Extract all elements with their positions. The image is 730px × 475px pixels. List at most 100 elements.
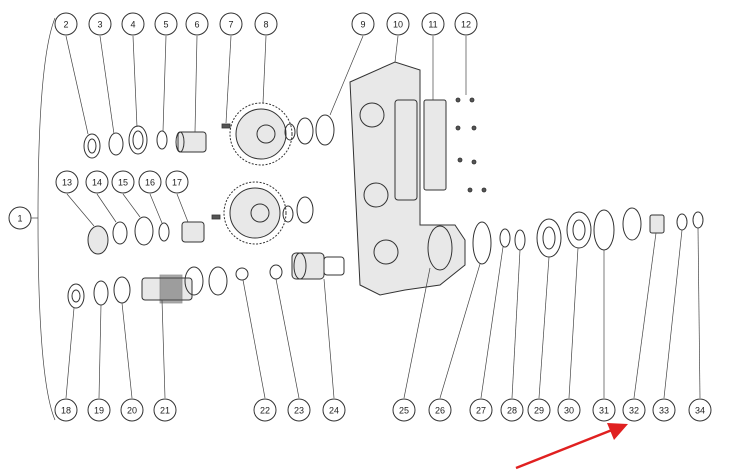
callout-circle — [154, 12, 178, 36]
callout-circle — [88, 12, 112, 36]
part-33-ring — [676, 213, 688, 231]
callout-circle — [287, 398, 311, 422]
callout-20: 20 — [120, 398, 144, 422]
part-27-ring — [499, 228, 511, 248]
callout-circle — [8, 206, 32, 230]
callout-22: 22 — [253, 398, 277, 422]
part-17-shaft — [181, 221, 205, 243]
callout-circle — [386, 12, 410, 36]
callout-13: 13 — [55, 170, 79, 194]
callout-5: 5 — [154, 12, 178, 36]
parts-layer — [67, 61, 704, 309]
part-19-ring — [93, 280, 109, 306]
callout-6: 6 — [185, 12, 209, 36]
callout-label: 12 — [461, 20, 471, 30]
part-2-ring — [83, 133, 101, 159]
callout-label: 6 — [194, 20, 199, 30]
callout-12: 12 — [454, 12, 478, 36]
callout-circle — [557, 398, 581, 422]
callout-4: 4 — [121, 12, 145, 36]
callout-label: 17 — [172, 178, 182, 188]
callout-circle — [165, 170, 189, 194]
callout-label: 13 — [62, 178, 72, 188]
callout-label: 1 — [17, 214, 22, 224]
callout-3: 3 — [88, 12, 112, 36]
callout-label: 7 — [228, 20, 233, 30]
part-15-bearing — [134, 216, 154, 246]
callout-circle — [87, 398, 111, 422]
callout-circle — [592, 398, 616, 422]
callout-label: 21 — [160, 406, 170, 416]
callout-circle — [351, 12, 375, 36]
part-14-ring — [112, 221, 128, 245]
part-7-key — [221, 123, 231, 129]
callout-circle — [428, 398, 452, 422]
callout-24: 24 — [322, 398, 346, 422]
callout-label: 11 — [428, 20, 437, 30]
callout-label: 22 — [260, 406, 270, 416]
part-30-seal — [566, 211, 592, 249]
callout-circle — [622, 398, 646, 422]
callout-34: 34 — [688, 398, 712, 422]
callout-30: 30 — [557, 398, 581, 422]
callout-label: 26 — [435, 406, 445, 416]
callout-19: 19 — [87, 398, 111, 422]
callout-circle — [219, 12, 243, 36]
callout-label: 23 — [294, 406, 304, 416]
callout-circle — [527, 398, 551, 422]
part-12-bolts — [455, 97, 487, 193]
callout-15: 15 — [111, 170, 135, 194]
part-18-seal — [67, 283, 85, 309]
callout-label: 10 — [393, 20, 403, 30]
callout-circle — [55, 170, 79, 194]
callout-circle — [111, 170, 135, 194]
callout-28: 28 — [500, 398, 524, 422]
callout-circle — [185, 12, 209, 36]
callout-circle — [688, 398, 712, 422]
callout-7: 7 — [219, 12, 243, 36]
callout-33: 33 — [652, 398, 676, 422]
callout-circle — [85, 170, 109, 194]
part-10-housing — [349, 61, 466, 296]
callout-32: 32 — [622, 398, 646, 422]
callout-label: 34 — [695, 406, 705, 416]
callout-label: 18 — [61, 406, 71, 416]
callout-circle — [54, 398, 78, 422]
part-20-bearing — [113, 276, 131, 304]
callout-circle — [120, 398, 144, 422]
callout-circle — [138, 170, 162, 194]
part-22-circlip — [235, 267, 249, 281]
callout-label: 32 — [629, 406, 639, 416]
callout-circle — [454, 12, 478, 36]
part-28-ring — [514, 229, 526, 251]
callout-26: 26 — [428, 398, 452, 422]
callout-16: 16 — [138, 170, 162, 194]
callout-label: 31 — [599, 406, 609, 416]
callout-9: 9 — [351, 12, 375, 36]
callout-circle — [253, 398, 277, 422]
leader-lines — [65, 35, 701, 399]
part-6-shaft — [177, 131, 207, 153]
part-29-bearing — [536, 218, 562, 258]
callout-31: 31 — [592, 398, 616, 422]
part-26-ring — [472, 221, 492, 265]
callout-2: 2 — [54, 12, 78, 36]
part-4-bearing — [128, 125, 148, 155]
callout-label: 30 — [564, 406, 574, 416]
callout-1: 1 — [8, 206, 32, 230]
callout-label: 9 — [360, 20, 365, 30]
callout-14: 14 — [85, 170, 109, 194]
callout-8: 8 — [254, 12, 278, 36]
callout-25: 25 — [392, 398, 416, 422]
callout-label: 14 — [92, 178, 102, 188]
callout-label: 29 — [534, 406, 544, 416]
highlight-arrow — [515, 423, 628, 470]
callout-circle — [421, 12, 445, 36]
callout-label: 28 — [507, 406, 517, 416]
callout-circle — [254, 12, 278, 36]
callout-label: 20 — [127, 406, 137, 416]
callout-label: 3 — [97, 20, 102, 30]
callout-circle — [500, 398, 524, 422]
